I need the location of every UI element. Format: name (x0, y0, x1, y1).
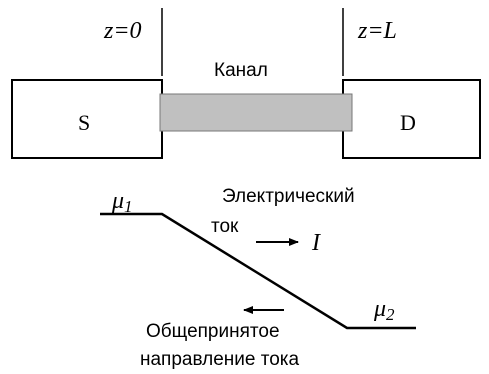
electric-current-label-line2: ток (211, 216, 239, 237)
mu1-label: μ1 (111, 188, 133, 216)
channel-bar (159, 93, 353, 132)
mu2-symbol: μ (373, 296, 386, 322)
boundary-label-right: z=L (357, 18, 397, 44)
channel-label: Канал (214, 60, 268, 81)
mu1-subscript: 1 (124, 197, 133, 216)
boundary-label-left: z=0 (103, 18, 142, 44)
mu1-symbol: μ (111, 188, 124, 214)
conventional-direction-label-line2: направление тока (140, 349, 300, 370)
mu2-label: μ2 (373, 296, 395, 324)
mu2-subscript: 2 (386, 305, 395, 324)
conventional-direction-label-line1: Общепринятое (146, 321, 280, 342)
drain-contact (342, 79, 481, 159)
current-symbol: I (311, 230, 321, 256)
potential-profile-line (100, 212, 416, 330)
drain-label: D (400, 110, 416, 135)
source-contact (11, 79, 163, 159)
electric-current-label-line1: Электрический (222, 186, 355, 207)
source-label: S (78, 110, 90, 135)
